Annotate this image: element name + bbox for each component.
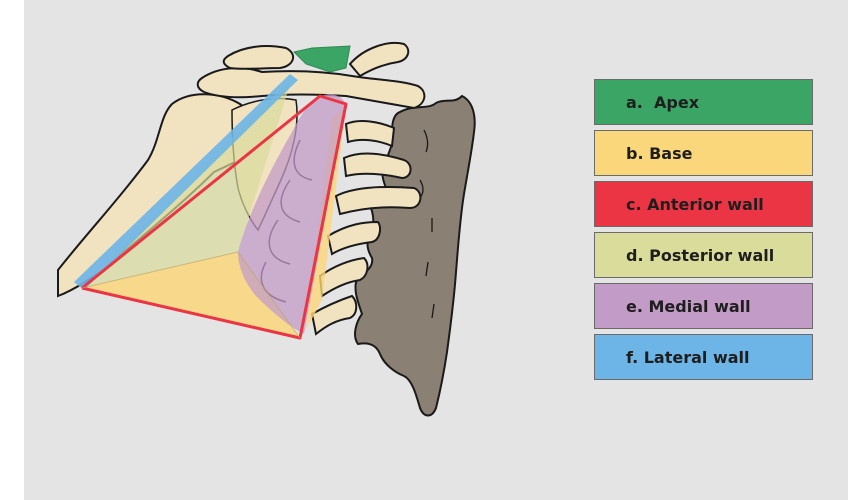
legend: a. Apex b. Base c. Anterior wall d. Post…: [594, 79, 813, 385]
apex-region: [294, 46, 350, 72]
legend-item-posterior-wall: d. Posterior wall: [594, 232, 813, 278]
legend-item-anterior-wall: c. Anterior wall: [594, 181, 813, 227]
vertebral-column: [355, 96, 475, 416]
acromion: [224, 46, 293, 69]
legend-item-apex: a. Apex: [594, 79, 813, 125]
legend-item-medial-wall: e. Medial wall: [594, 283, 813, 329]
legend-item-lateral-wall: f. Lateral wall: [594, 334, 813, 380]
first-rib-top: [350, 43, 408, 76]
legend-item-base: b. Base: [594, 130, 813, 176]
rib-1: [346, 121, 394, 146]
